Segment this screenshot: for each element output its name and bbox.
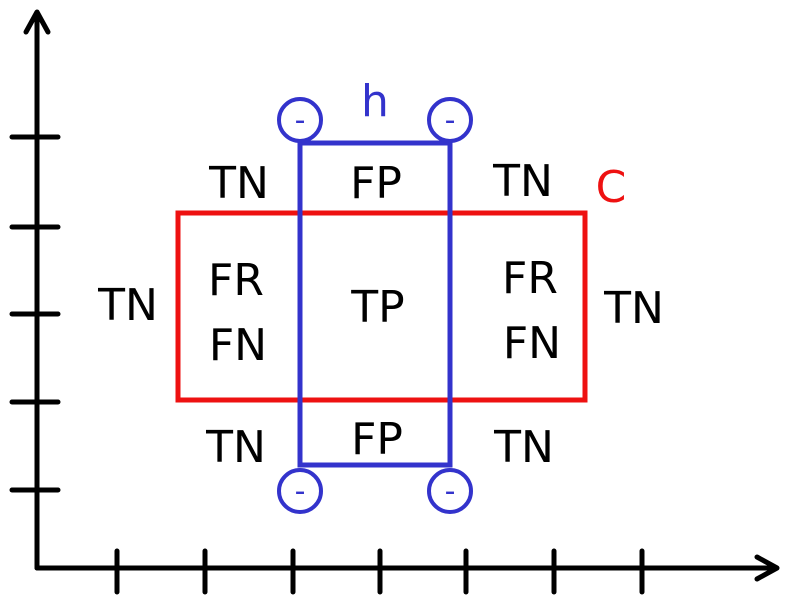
y-axis-arrowhead <box>23 9 51 35</box>
negative-point-bottom-right <box>427 468 473 514</box>
negative-point-top-right <box>427 97 473 143</box>
negative-sign-top-left: - <box>295 103 306 138</box>
region-fr-right: FR <box>502 253 558 304</box>
region-tp-center: TP <box>350 282 404 333</box>
region-tn-top-right: TN <box>492 156 553 207</box>
region-labels: TN FP TN TN FR FN TP FR FN TN TN FP TN <box>97 156 664 473</box>
region-fp-top: FP <box>350 158 402 209</box>
region-fr-left: FR <box>208 255 264 306</box>
region-fn-left: FN <box>209 320 267 371</box>
region-tn-top-left: TN <box>208 158 269 209</box>
negative-sign-bottom-right: - <box>445 474 456 509</box>
region-tn-left: TN <box>97 280 158 331</box>
negative-sign-bottom-left: - <box>295 474 306 509</box>
hypothesis-label: h <box>361 76 389 127</box>
negative-sign-top-right: - <box>445 103 456 138</box>
hypothesis-h-rectangle <box>297 140 453 468</box>
negative-point-top-left <box>277 97 323 143</box>
x-axis-arrowhead <box>754 554 780 582</box>
negative-corner-markers: - - - - <box>277 97 473 514</box>
region-fn-right: FN <box>503 318 561 369</box>
region-fp-bottom: FP <box>351 414 403 465</box>
region-tn-right: TN <box>603 283 664 334</box>
region-tn-bottom-left: TN <box>205 422 266 473</box>
concept-c-rectangle <box>175 210 588 403</box>
concept-label: C <box>596 162 627 213</box>
region-tn-bottom-right: TN <box>493 422 554 473</box>
axes <box>9 9 780 595</box>
negative-point-bottom-left <box>277 468 323 514</box>
